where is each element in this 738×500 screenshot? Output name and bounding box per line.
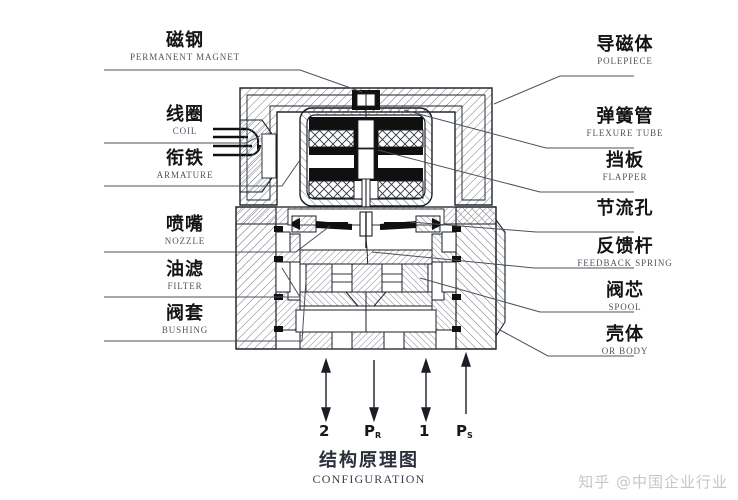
label-bushing-en: BUSHING [161,325,209,335]
label-flapper: 挡板 FLAPPER [540,152,710,182]
label-nozzle-en: NOZZLE [164,236,206,246]
port-label-1-name: 1 [419,422,430,440]
label-coil-cn: 线圈 [166,104,204,125]
label-armature-en: ARMATURE [156,170,214,180]
label-flapper-cn: 挡板 [606,150,644,171]
label-armature-cn: 衔铁 [166,148,204,169]
label-spool-en: SPOOL [608,302,642,312]
label-flexure-tube-en: FLEXURE TUBE [586,128,664,138]
label-spool: 阀芯 SPOOL [540,282,710,312]
label-polepiece-cn: 导磁体 [596,34,654,55]
label-filter: 油滤 FILTER [100,261,270,291]
port-label-pr-sub: R [375,431,382,440]
port-label-2-name: 2 [319,422,330,440]
label-flexure-tube: 弹簧管 FLEXURE TUBE [540,108,710,138]
label-bushing: 阀套 BUSHING [100,305,270,335]
label-valve-body-cn: 壳体 [606,324,644,345]
watermark: 知乎 @中国企业行业 [578,473,728,491]
label-permanent-magnet-en: PERMANENT MAGNET [130,52,240,62]
port-label-ps-name: P [456,422,467,440]
label-filter-cn: 油滤 [166,259,204,280]
label-permanent-magnet-cn: 磁钢 [166,30,204,51]
label-coil-en: COIL [172,126,198,136]
label-spool-cn: 阀芯 [606,280,644,301]
port-label-pr: PR [364,422,381,440]
label-polepiece-en: POLEPIECE [597,56,653,66]
label-polepiece: 导磁体 POLEPIECE [540,36,710,66]
label-flapper-en: FLAPPER [602,172,648,182]
label-feedback-spring-cn: 反馈杆 [596,236,654,257]
figure-caption-cn: 结构原理图 [319,450,419,471]
label-nozzle: 喷嘴 NOZZLE [100,216,270,246]
label-permanent-magnet: 磁钢 PERMANENT MAGNET [100,32,270,62]
label-orifice: 节流孔 [540,200,710,221]
label-orifice-cn: 节流孔 [596,198,654,219]
port-label-1: 1 [419,422,429,440]
label-armature: 衔铁 ARMATURE [100,150,270,180]
label-bushing-cn: 阀套 [166,303,204,324]
label-nozzle-cn: 喷嘴 [166,214,204,235]
port-label-pr-name: P [364,422,375,440]
label-feedback-spring: 反馈杆 FEEDBACK SPRING [540,238,710,268]
label-flexure-tube-cn: 弹簧管 [596,106,654,127]
figure-caption: 结构原理图 CONFIGURATION [0,450,738,486]
label-valve-body: 壳体 OR BODY [540,326,710,356]
label-valve-body-en: OR BODY [601,346,649,356]
label-coil: 线圈 COIL [100,106,270,136]
label-feedback-spring-en: FEEDBACK SPRING [577,258,673,268]
port-label-ps: PS [456,422,473,440]
label-filter-en: FILTER [167,281,203,291]
port-label-2: 2 [319,422,329,440]
figure-caption-en: CONFIGURATION [312,471,426,486]
port-label-ps-sub: S [467,431,473,440]
